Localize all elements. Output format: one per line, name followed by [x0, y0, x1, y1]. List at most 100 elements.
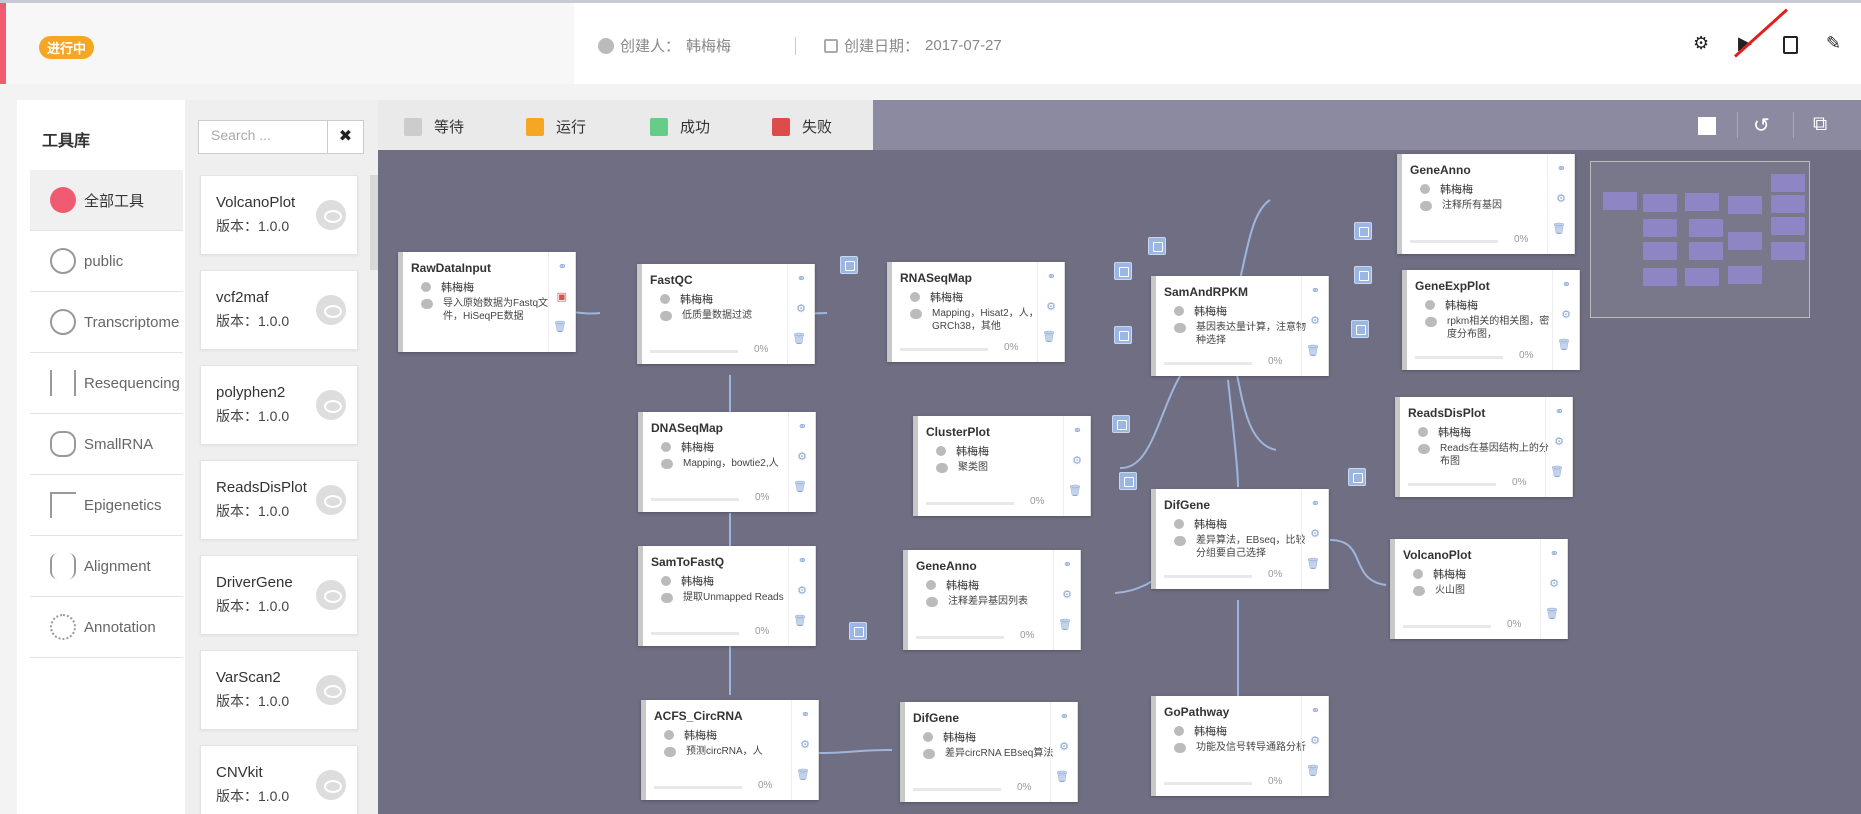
- gear-icon[interactable]: ⚙: [800, 739, 810, 751]
- workflow-node[interactable]: ClusterPlot 韩梅梅 聚类图 0% ⚭⚙🗑: [913, 416, 1091, 516]
- link-icon[interactable]: ⚭: [800, 709, 810, 721]
- edge-connector[interactable]: [1114, 262, 1132, 280]
- trash-icon[interactable]: 🗑: [1306, 765, 1320, 777]
- category-epigenetics[interactable]: Epigenetics: [30, 475, 183, 536]
- workflow-canvas[interactable]: RawDataInput 韩梅梅 导入原始数据为Fastq文件，HiSeqPE数…: [378, 150, 1861, 814]
- trash-icon[interactable]: 🗑: [1068, 485, 1082, 497]
- pdf-export-icon[interactable]: [1783, 36, 1798, 54]
- trash-icon[interactable]: 🗑: [1557, 339, 1571, 351]
- canvas-minimap[interactable]: [1590, 161, 1810, 318]
- eye-icon[interactable]: [316, 675, 346, 705]
- link-icon[interactable]: ⚭: [1046, 271, 1056, 283]
- category-public[interactable]: public: [30, 231, 183, 292]
- workflow-node[interactable]: GeneAnno 韩梅梅 注释差异基因列表 0% ⚭⚙🗑: [903, 550, 1081, 650]
- gear-icon[interactable]: ⚙: [1556, 193, 1566, 205]
- undo-icon[interactable]: ↺: [1753, 115, 1770, 137]
- search-input[interactable]: Search ...: [198, 120, 328, 154]
- workflow-node[interactable]: DifGene 韩梅梅 差异circRNA EBseq算法 0% ⚭⚙🗑: [900, 702, 1078, 802]
- edge-connector[interactable]: [1119, 472, 1137, 490]
- clear-search-button[interactable]: ✖: [327, 120, 364, 154]
- file-icon[interactable]: ▣: [556, 291, 567, 303]
- eye-icon[interactable]: [316, 770, 346, 800]
- link-icon[interactable]: ⚭: [1059, 711, 1069, 723]
- category-resequencing[interactable]: Resequencing: [30, 353, 183, 414]
- trash-icon[interactable]: 🗑: [793, 481, 807, 493]
- category-transcriptome[interactable]: Transcriptome: [30, 292, 183, 353]
- edge-connector[interactable]: [1354, 266, 1372, 284]
- workflow-node[interactable]: DifGene 韩梅梅 差异算法，EBseq，比较分组要自己选择 0% ⚭⚙🗑: [1151, 489, 1329, 589]
- link-icon[interactable]: ⚭: [1062, 559, 1072, 571]
- edge-connector[interactable]: [1112, 415, 1130, 433]
- gear-icon[interactable]: ⚙: [1310, 315, 1320, 327]
- trash-icon[interactable]: 🗑: [792, 333, 806, 345]
- trash-icon[interactable]: 🗑: [1306, 345, 1320, 357]
- stop-icon[interactable]: [1698, 117, 1716, 135]
- link-icon[interactable]: ⚭: [1310, 285, 1320, 297]
- trash-icon[interactable]: 🗑: [1042, 331, 1056, 343]
- gear-icon[interactable]: ⚙: [1059, 741, 1069, 753]
- edge-connector[interactable]: [1114, 326, 1132, 344]
- category-alignment[interactable]: Alignment: [30, 536, 183, 597]
- gear-icon[interactable]: ⚙: [1310, 528, 1320, 540]
- copy-icon[interactable]: ⧉: [1813, 113, 1828, 135]
- link-icon[interactable]: ⚭: [1554, 406, 1564, 418]
- gear-icon[interactable]: ⚙: [796, 303, 806, 315]
- link-icon[interactable]: ⚭: [796, 273, 806, 285]
- workflow-node[interactable]: GeneExpPlot 韩梅梅 rpkm相关的相关图，密度分布图， 0% ⚭⚙🗑: [1402, 270, 1580, 370]
- workflow-node[interactable]: RawDataInput 韩梅梅 导入原始数据为Fastq文件，HiSeqPE数…: [398, 252, 576, 352]
- link-icon[interactable]: ⚭: [1556, 163, 1566, 175]
- gear-icon[interactable]: ⚙: [1549, 578, 1559, 590]
- workflow-node[interactable]: ReadsDisPlot 韩梅梅 Reads在基因结构上的分布图 0% ⚭⚙🗑: [1395, 397, 1573, 497]
- edge-connector[interactable]: [1148, 237, 1166, 255]
- trash-icon[interactable]: 🗑: [1055, 771, 1069, 783]
- edge-connector[interactable]: [1354, 222, 1372, 240]
- link-icon[interactable]: ⚭: [797, 555, 807, 567]
- workflow-node[interactable]: SamAndRPKM 韩梅梅 基因表达量计算，注意物种选择 0% ⚭⚙🗑: [1151, 276, 1329, 376]
- trash-icon[interactable]: 🗑: [1306, 558, 1320, 570]
- gear-icon[interactable]: ⚙: [1554, 436, 1564, 448]
- link-icon[interactable]: ⚭: [1072, 425, 1082, 437]
- edge-connector[interactable]: [840, 256, 858, 274]
- category-annotation[interactable]: Annotation: [30, 597, 183, 658]
- trash-icon[interactable]: 🗑: [1545, 608, 1559, 620]
- workflow-node[interactable]: GoPathway 韩梅梅 功能及信号转导通路分析 0% ⚭⚙🗑: [1151, 696, 1329, 796]
- eye-icon[interactable]: [316, 295, 346, 325]
- gear-icon[interactable]: ⚙: [1072, 455, 1082, 467]
- workflow-node[interactable]: ACFS_CircRNA 韩梅梅 预测circRNA，人 0% ⚭⚙🗑: [641, 700, 819, 800]
- link-icon[interactable]: ⚭: [1310, 705, 1320, 717]
- link-icon[interactable]: ⚭: [797, 421, 807, 433]
- trash-icon[interactable]: 🗑: [1552, 223, 1566, 235]
- gear-icon[interactable]: ⚙: [1062, 589, 1072, 601]
- trash-icon[interactable]: 🗑: [1058, 619, 1072, 631]
- edge-connector[interactable]: [1348, 468, 1366, 486]
- gear-icon[interactable]: ⚙: [1693, 33, 1710, 53]
- workflow-node[interactable]: DNASeqMap 韩梅梅 Mapping，bowtie2,人 0% ⚭⚙🗑: [638, 412, 816, 512]
- workflow-node[interactable]: GeneAnno 韩梅梅 注释所有基因 0% ⚭⚙🗑: [1397, 154, 1575, 254]
- tool-list-scrollbar[interactable]: [370, 175, 378, 270]
- link-icon[interactable]: ⚭: [1310, 498, 1320, 510]
- eye-icon[interactable]: [316, 390, 346, 420]
- gear-icon[interactable]: ⚙: [797, 585, 807, 597]
- edit-icon[interactable]: ✎: [1826, 33, 1842, 53]
- eye-icon[interactable]: [316, 200, 346, 230]
- workflow-node[interactable]: RNASeqMap 韩梅梅 Mapping，Hisat2，人，GRCh38，其他…: [887, 262, 1065, 362]
- workflow-node[interactable]: FastQC 韩梅梅 低质量数据过滤 0% ⚭⚙🗑: [637, 264, 815, 364]
- link-icon[interactable]: ⚭: [1561, 279, 1571, 291]
- workflow-node[interactable]: SamToFastQ 韩梅梅 提取Unmapped Reads 0% ⚭⚙🗑: [638, 546, 816, 646]
- trash-icon[interactable]: 🗑: [553, 321, 567, 333]
- trash-icon[interactable]: 🗑: [796, 769, 810, 781]
- edge-connector[interactable]: [849, 622, 867, 640]
- edge-connector[interactable]: [1351, 320, 1369, 338]
- workflow-node[interactable]: VolcanoPlot 韩梅梅 火山图 0% ⚭⚙🗑: [1390, 539, 1568, 639]
- gear-icon[interactable]: ⚙: [1561, 309, 1571, 321]
- category-all-tools[interactable]: 全部工具: [30, 170, 183, 231]
- trash-icon[interactable]: 🗑: [793, 615, 807, 627]
- eye-icon[interactable]: [316, 485, 346, 515]
